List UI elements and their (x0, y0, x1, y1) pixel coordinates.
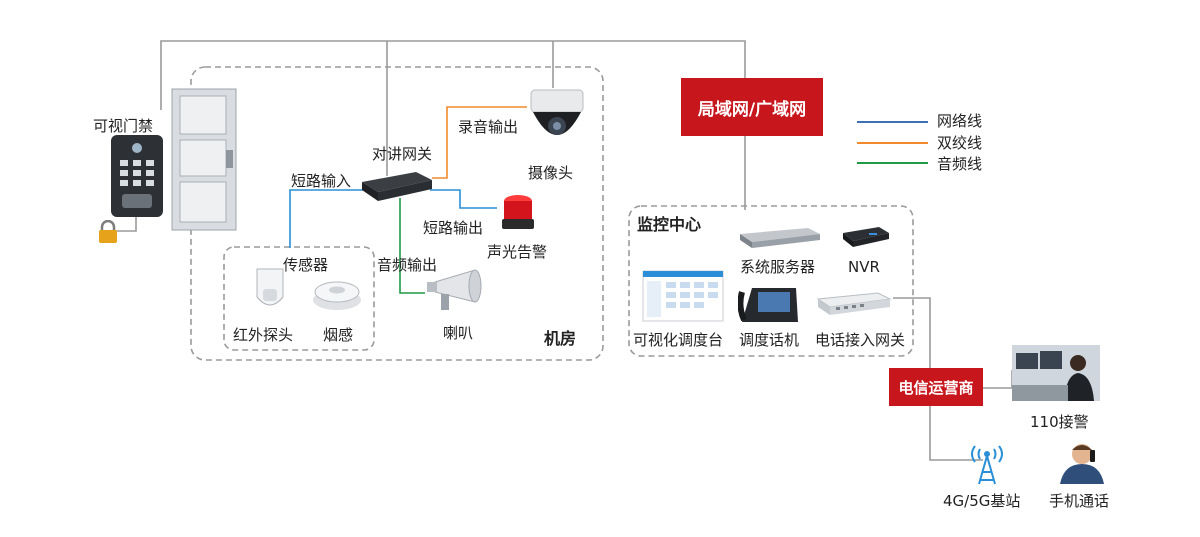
dispatch-phone-icon (738, 288, 798, 322)
gateway-device-icon (362, 172, 432, 201)
server-icon (740, 228, 820, 248)
camera-label: 摄像头 (528, 164, 574, 182)
mobile-caller-icon (1060, 444, 1104, 484)
legend-audio-label: 音频线 (937, 155, 983, 173)
base-station-label: 4G/5G基站 (943, 492, 1021, 510)
smoke-detector-icon (313, 281, 361, 310)
smoke-label: 烟感 (323, 326, 354, 344)
speaker-label: 喇叭 (443, 324, 474, 342)
short-input-label: 短路输入 (291, 172, 352, 190)
telecom-box: 电信运营商 (889, 368, 983, 406)
visual-console-label: 可视化调度台 (633, 331, 724, 349)
audio-output-label: 音频输出 (377, 256, 438, 274)
door-access-label: 可视门禁 (93, 117, 154, 135)
phone-gateway-label: 电话接入网关 (815, 331, 906, 349)
sensor-label: 传感器 (283, 256, 329, 274)
monitor-center-label: 监控中心 (637, 215, 702, 234)
legend-twisted-label: 双绞线 (937, 134, 983, 152)
lan-wan-box: 局域网/广域网 (681, 78, 823, 136)
door-intercom-icon (111, 135, 163, 217)
dispatch-phone-label: 调度话机 (739, 331, 800, 349)
console-screen-icon (642, 270, 724, 322)
short-circuit-lines (289, 189, 497, 248)
infrared-label: 红外探头 (233, 326, 294, 344)
lock-icon (99, 220, 117, 243)
cell-tower-icon (971, 445, 1003, 485)
record-output-label: 录音输出 (458, 118, 519, 136)
record-line (432, 106, 527, 179)
system-server-label: 系统服务器 (740, 258, 816, 276)
infrared-sensor-icon (256, 268, 284, 306)
horn-speaker-icon (427, 269, 482, 310)
sensor-frame (223, 246, 375, 351)
nvr-icon (843, 227, 889, 247)
intercom-gateway-label: 对讲网关 (372, 145, 433, 163)
police-operator-icon (1012, 345, 1100, 401)
legend-network-label: 网络线 (937, 112, 983, 130)
audio-line (399, 198, 425, 294)
mobile-call-label: 手机通话 (1049, 492, 1110, 510)
network-lines (114, 40, 1013, 461)
alarm-beacon-icon (502, 195, 534, 229)
phone-gateway-icon (816, 292, 892, 315)
machine-room-label: 机房 (544, 329, 577, 348)
camera-icon (530, 89, 584, 135)
monitor-center-frame (628, 205, 914, 357)
short-output-label: 短路输出 (423, 219, 484, 237)
door-icon (171, 88, 237, 231)
alarm-label: 声光告警 (487, 243, 548, 261)
nvr-label: NVR (848, 258, 880, 276)
police-110-label: 110接警 (1030, 413, 1089, 431)
